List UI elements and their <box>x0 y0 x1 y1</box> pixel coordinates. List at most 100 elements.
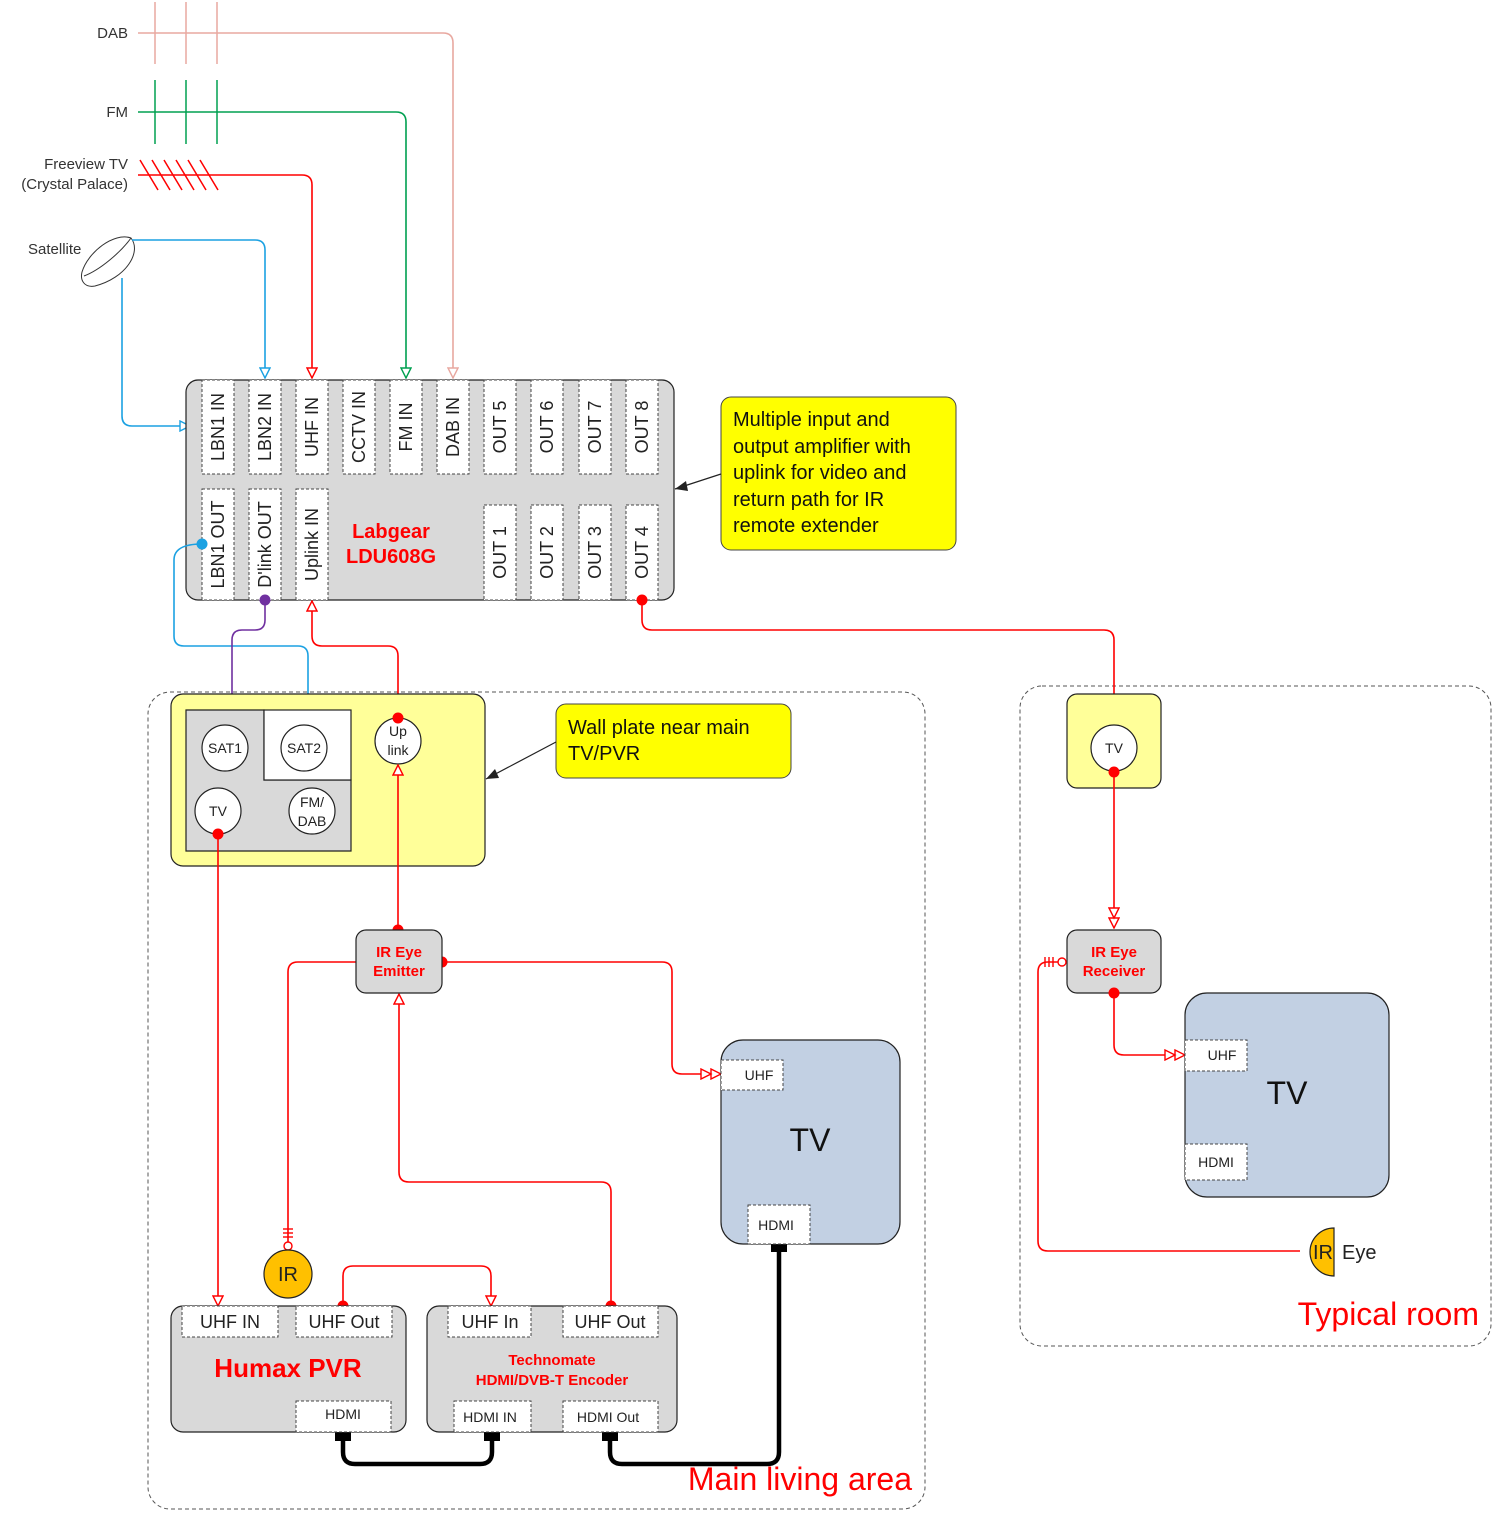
encoder-uhf-in-label: UHF In <box>461 1312 518 1332</box>
uplink-label-line1: Up <box>389 723 407 739</box>
encoder-hdmi-in-port[interactable] <box>453 1400 532 1433</box>
amp-top-port-1-port[interactable] <box>248 379 282 475</box>
amp-bottom-left-port-1-port[interactable] <box>248 488 282 601</box>
fm-label: FM <box>106 104 128 121</box>
freeview-feed-line <box>218 174 312 378</box>
pvr-uhf-in-label: UHF IN <box>200 1312 260 1332</box>
amp-top-port-7-port[interactable] <box>530 379 564 475</box>
pvr-hdmi-port[interactable] <box>295 1400 392 1433</box>
ir-bulb-connector <box>283 1228 293 1251</box>
room-tv-hdmi-port[interactable] <box>1184 1143 1248 1181</box>
out4-dot <box>636 594 648 606</box>
encoder-hdmi-out-port[interactable] <box>562 1400 659 1433</box>
ir-eye-suffix: Eye <box>1342 1242 1376 1264</box>
amp-top-port-2-port[interactable] <box>295 379 329 475</box>
encoder-uhf-out-to-emitter-line <box>399 994 612 1306</box>
freeview-label-line2: (Crystal Palace) <box>21 176 128 193</box>
amp-bottom-right-port-0-port[interactable] <box>483 504 517 601</box>
wallplate-note-line2: TV/PVR <box>568 743 640 765</box>
ir-emitter-label-line1: IR Eye <box>376 944 422 961</box>
hdmi-cable-encoder-tv <box>607 1244 782 1467</box>
amp-top-port-9-port[interactable] <box>625 379 659 475</box>
amplifier-note-line2: output amplifier with <box>733 436 911 458</box>
dab-label: DAB <box>97 25 128 42</box>
amp-top-port-3-port[interactable] <box>342 379 376 475</box>
amplifier-note-line1: Multiple input and <box>733 409 890 431</box>
amp-bottom-right-port-2-label: OUT 3 <box>585 526 605 579</box>
satellite-dish-icon <box>81 236 135 287</box>
main-tv-uhf-port[interactable] <box>720 1059 784 1091</box>
room-tv-socket-label: TV <box>1105 740 1124 756</box>
main-tv-title: TV <box>790 1122 832 1158</box>
ir-receiver-label-line1: IR Eye <box>1091 944 1137 961</box>
wallplate-note-pointer <box>485 741 557 780</box>
ir-eye-emitter <box>355 929 443 994</box>
amp-bottom-right-port-1-port[interactable] <box>530 504 564 601</box>
encoder-uhf-out-port[interactable] <box>562 1305 659 1338</box>
amp-top-port-1-label: LBN2 IN <box>255 393 275 461</box>
wallplate-note-box <box>555 703 792 779</box>
sat2-socket[interactable] <box>280 724 328 772</box>
main-living-area-region <box>147 691 926 1510</box>
amplifier-note-box <box>720 396 957 551</box>
amp-top-port-5-port[interactable] <box>436 379 470 475</box>
amp-top-port-0-port[interactable] <box>201 379 235 475</box>
amp-top-port-4-label: FM IN <box>396 403 416 452</box>
receiver-to-room-tv-line <box>1113 993 1185 1055</box>
amp-top-port-6-port[interactable] <box>483 379 517 475</box>
ir-eye-receiver <box>1066 929 1162 994</box>
ir-bulb-icon <box>263 1249 313 1299</box>
encoder-name-line1: Technomate <box>508 1352 595 1369</box>
ir-bulb-label: IR <box>278 1264 298 1286</box>
lnb1-out-dot <box>196 538 208 550</box>
fm-dab-socket[interactable] <box>288 787 336 835</box>
amp-top-port-2-label: UHF IN <box>302 397 322 457</box>
out4-to-typical-room-line <box>641 600 1114 722</box>
amp-top-port-7-label: OUT 6 <box>537 401 557 454</box>
amp-bottom-right-port-1-label: OUT 2 <box>537 526 557 579</box>
encoder-uhf-in-port[interactable] <box>447 1305 532 1338</box>
room-tv-uhf-label: UHF <box>1208 1047 1237 1063</box>
uplink-return-line <box>312 601 399 718</box>
amp-bottom-right-port-0-label: OUT 1 <box>490 526 510 579</box>
amplifier-note-line4: return path for IR <box>733 489 884 511</box>
dlink-out-to-sat1-line <box>232 600 266 708</box>
dab-antenna <box>138 2 218 64</box>
main-living-area-label: Main living area <box>688 1461 912 1497</box>
room-socket-dot <box>1108 766 1120 778</box>
amp-top-port-8-port[interactable] <box>578 379 612 475</box>
encoder-hdmi-out-label: HDMI Out <box>577 1409 639 1425</box>
freeview-antenna <box>138 159 219 191</box>
satellite-lnb1-line <box>121 278 200 426</box>
amp-top-port-3-label: CCTV IN <box>349 391 369 463</box>
amp-top-port-4-port[interactable] <box>389 379 423 475</box>
pvr-uhf-out-label: UHF Out <box>308 1312 379 1332</box>
encoder-hdmi-in-label: HDMI IN <box>463 1409 517 1425</box>
wallplate-note-pointer-head <box>486 769 499 779</box>
room-tv-title: TV <box>1267 1075 1309 1111</box>
main-tv-hdmi-port[interactable] <box>747 1204 811 1245</box>
amp-top-port-0-label: LBN1 IN <box>208 393 228 461</box>
amp-top-port-8-label: OUT 7 <box>585 401 605 454</box>
amp-top-port-5-label: DAB IN <box>443 397 463 457</box>
amp-bottom-right-port-3-port[interactable] <box>625 504 659 601</box>
amp-top-port-9-label: OUT 8 <box>632 401 652 454</box>
emitter-to-ir-bulb-line <box>287 961 356 1246</box>
pvr-hdmi-label: HDMI <box>325 1406 361 1422</box>
room-tv-uhf-port[interactable] <box>1184 1039 1248 1072</box>
pvr-uhf-out-port[interactable] <box>295 1305 393 1338</box>
tv-socket-dot <box>212 828 224 840</box>
main-tv-uhf-label: UHF <box>745 1067 774 1083</box>
amp-bottom-right-port-2-port[interactable] <box>578 504 612 601</box>
satellite-label: Satellite <box>28 241 81 258</box>
main-tv-hdmi-label: HDMI <box>758 1217 794 1233</box>
receiver-ir-connector <box>1044 957 1067 967</box>
sat1-socket[interactable] <box>201 724 249 772</box>
pvr-uhf-in-port[interactable] <box>181 1305 279 1338</box>
amp-bottom-left-port-2-port[interactable] <box>295 488 329 601</box>
fm-dab-label-line1: FM/ <box>300 794 324 810</box>
amp-bottom-right-port-3-label: OUT 4 <box>632 526 652 579</box>
freeview-label-line1: Freeview TV <box>44 156 128 173</box>
encoder-uhf-out-label: UHF Out <box>574 1312 645 1332</box>
